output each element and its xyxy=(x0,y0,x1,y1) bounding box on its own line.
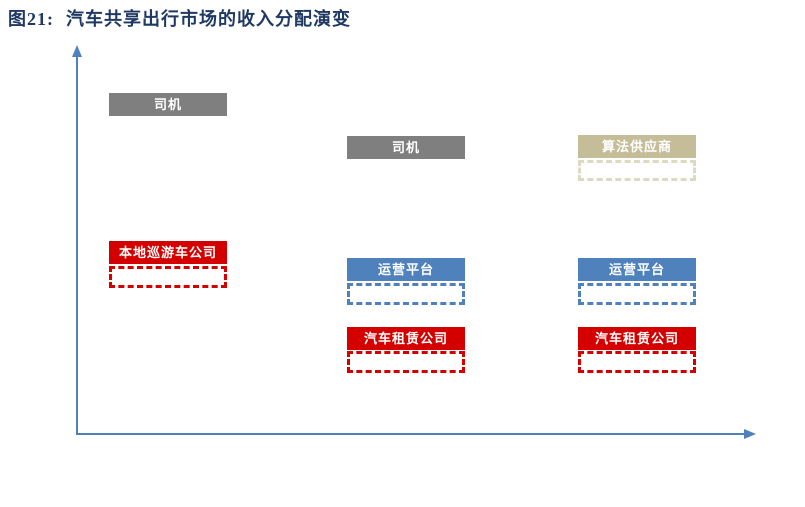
axis-lines xyxy=(76,54,746,435)
box-car-rental-company-stage2: 汽车租赁公司 xyxy=(347,327,465,350)
x-axis-arrowhead xyxy=(744,429,756,439)
ghost-box-algorithm-supplier xyxy=(578,160,696,181)
box-driver-stage1: 司机 xyxy=(109,93,227,116)
y-axis-arrowhead xyxy=(72,45,82,57)
box-local-taxi-company: 本地巡游车公司 xyxy=(109,241,227,264)
ghost-box-car-rental-company-stage3 xyxy=(578,351,696,373)
ghost-box-operating-platform-stage2 xyxy=(347,283,465,305)
box-operating-platform-stage3: 运营平台 xyxy=(578,258,696,281)
figure-title-text: 汽车共享出行市场的收入分配演变 xyxy=(66,9,351,29)
box-algorithm-supplier: 算法供应商 xyxy=(578,135,696,158)
box-car-rental-company-stage3: 汽车租赁公司 xyxy=(578,327,696,350)
box-driver-stage2: 司机 xyxy=(347,136,465,159)
figure-number: 图21: xyxy=(8,9,54,29)
figure-title: 图21: 汽车共享出行市场的收入分配演变 xyxy=(8,5,351,31)
ghost-box-car-rental-company-stage2 xyxy=(347,351,465,373)
ghost-box-local-taxi-company xyxy=(109,266,227,288)
box-operating-platform-stage2: 运营平台 xyxy=(347,258,465,281)
ghost-box-operating-platform-stage3 xyxy=(578,283,696,305)
